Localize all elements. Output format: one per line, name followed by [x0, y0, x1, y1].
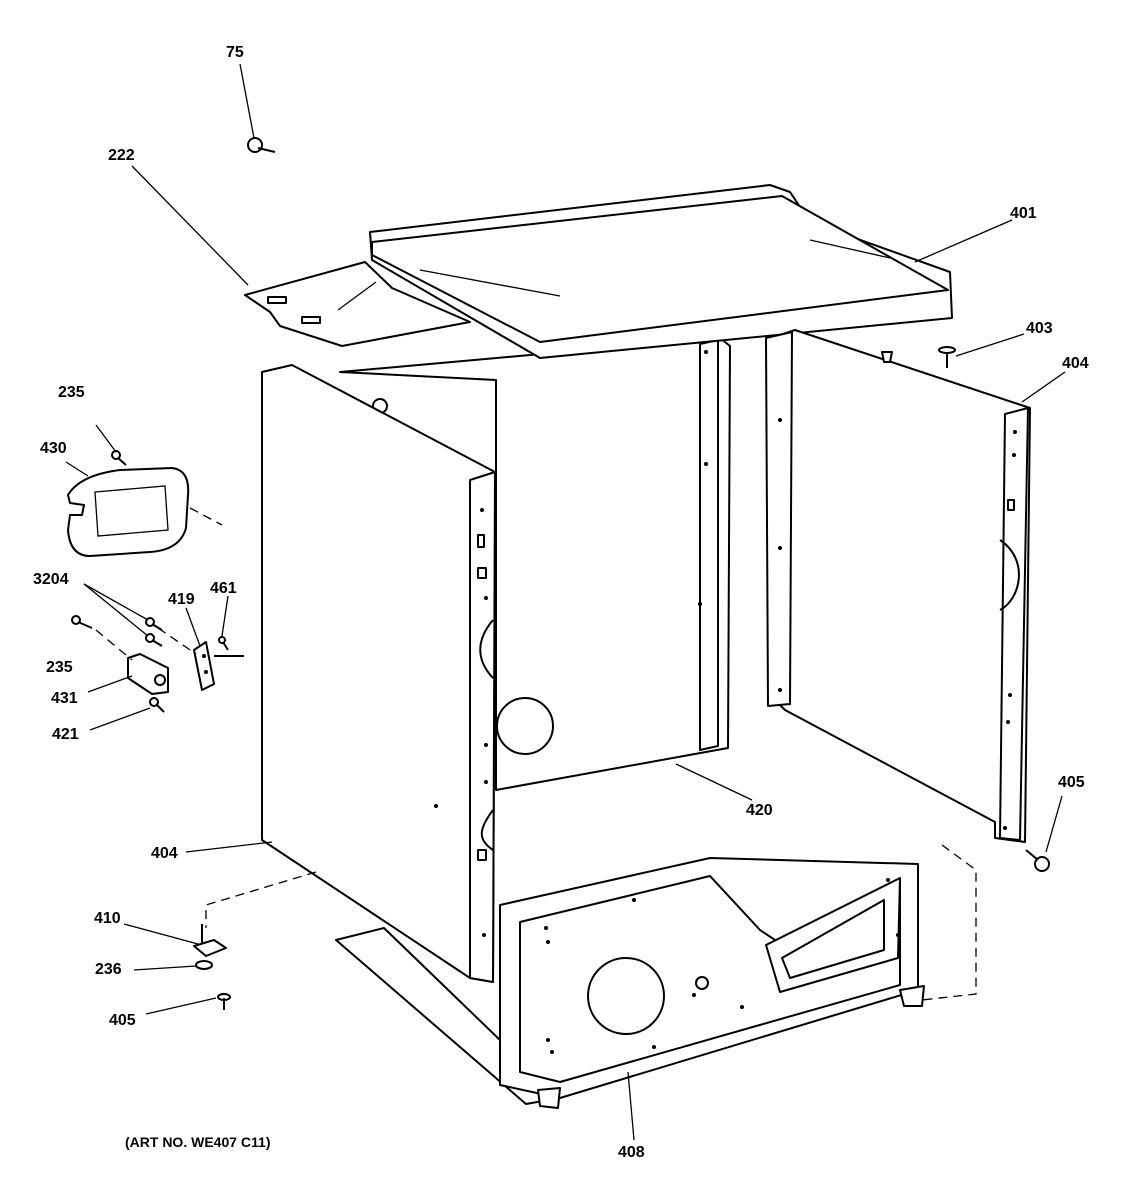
left-side-panel-404	[261, 364, 496, 983]
callout-405-right: 405	[1058, 774, 1085, 791]
screw-75	[247, 137, 276, 153]
top-rear-rail-222	[244, 261, 471, 347]
rear-panel-420	[339, 337, 731, 791]
callout-235-mid: 235	[46, 659, 73, 676]
alignment-dashes	[157, 627, 977, 1001]
callout-410: 410	[94, 910, 121, 927]
callout-235-top: 235	[58, 384, 85, 401]
leveling-leg-410	[193, 924, 227, 970]
callout-222: 222	[108, 147, 135, 164]
art-number: (ART NO. WE407 C11)	[125, 1134, 270, 1150]
screw-421	[149, 697, 165, 713]
callout-404-right: 404	[1062, 355, 1089, 372]
bracket-431	[127, 653, 169, 695]
dash-430	[189, 507, 223, 526]
leader-lines	[65, 63, 1066, 1141]
top-cover-401	[369, 184, 953, 359]
callout-236: 236	[95, 961, 122, 978]
screw-235-mid	[71, 615, 93, 629]
callout-408: 408	[618, 1144, 645, 1161]
callout-461: 461	[210, 580, 237, 597]
callout-431: 431	[51, 690, 78, 707]
screw-405-right	[1025, 849, 1050, 872]
callout-401: 401	[1010, 205, 1037, 222]
dash-431	[95, 629, 133, 661]
callout-421: 421	[52, 726, 79, 743]
callout-75: 75	[226, 44, 244, 61]
base-frame-408	[335, 857, 925, 1109]
screw-235-top	[111, 450, 127, 466]
callout-405-left: 405	[109, 1012, 136, 1029]
right-side-panel-404	[765, 329, 1031, 843]
screw-403	[938, 346, 956, 368]
callout-labels: 75 222 401 403 404 235 430 3204 419 461 …	[33, 44, 1089, 1161]
callout-3204: 3204	[33, 571, 69, 588]
callout-403: 403	[1026, 320, 1053, 337]
hinge-block-419	[193, 641, 244, 691]
screw-461	[218, 636, 229, 651]
callout-420: 420	[746, 802, 773, 819]
callout-404-left: 404	[151, 845, 178, 862]
callout-430: 430	[40, 440, 67, 457]
callout-419: 419	[168, 591, 195, 608]
screw-405-left	[217, 993, 231, 1010]
screws-3204	[145, 617, 163, 647]
bracket-430	[67, 467, 190, 557]
